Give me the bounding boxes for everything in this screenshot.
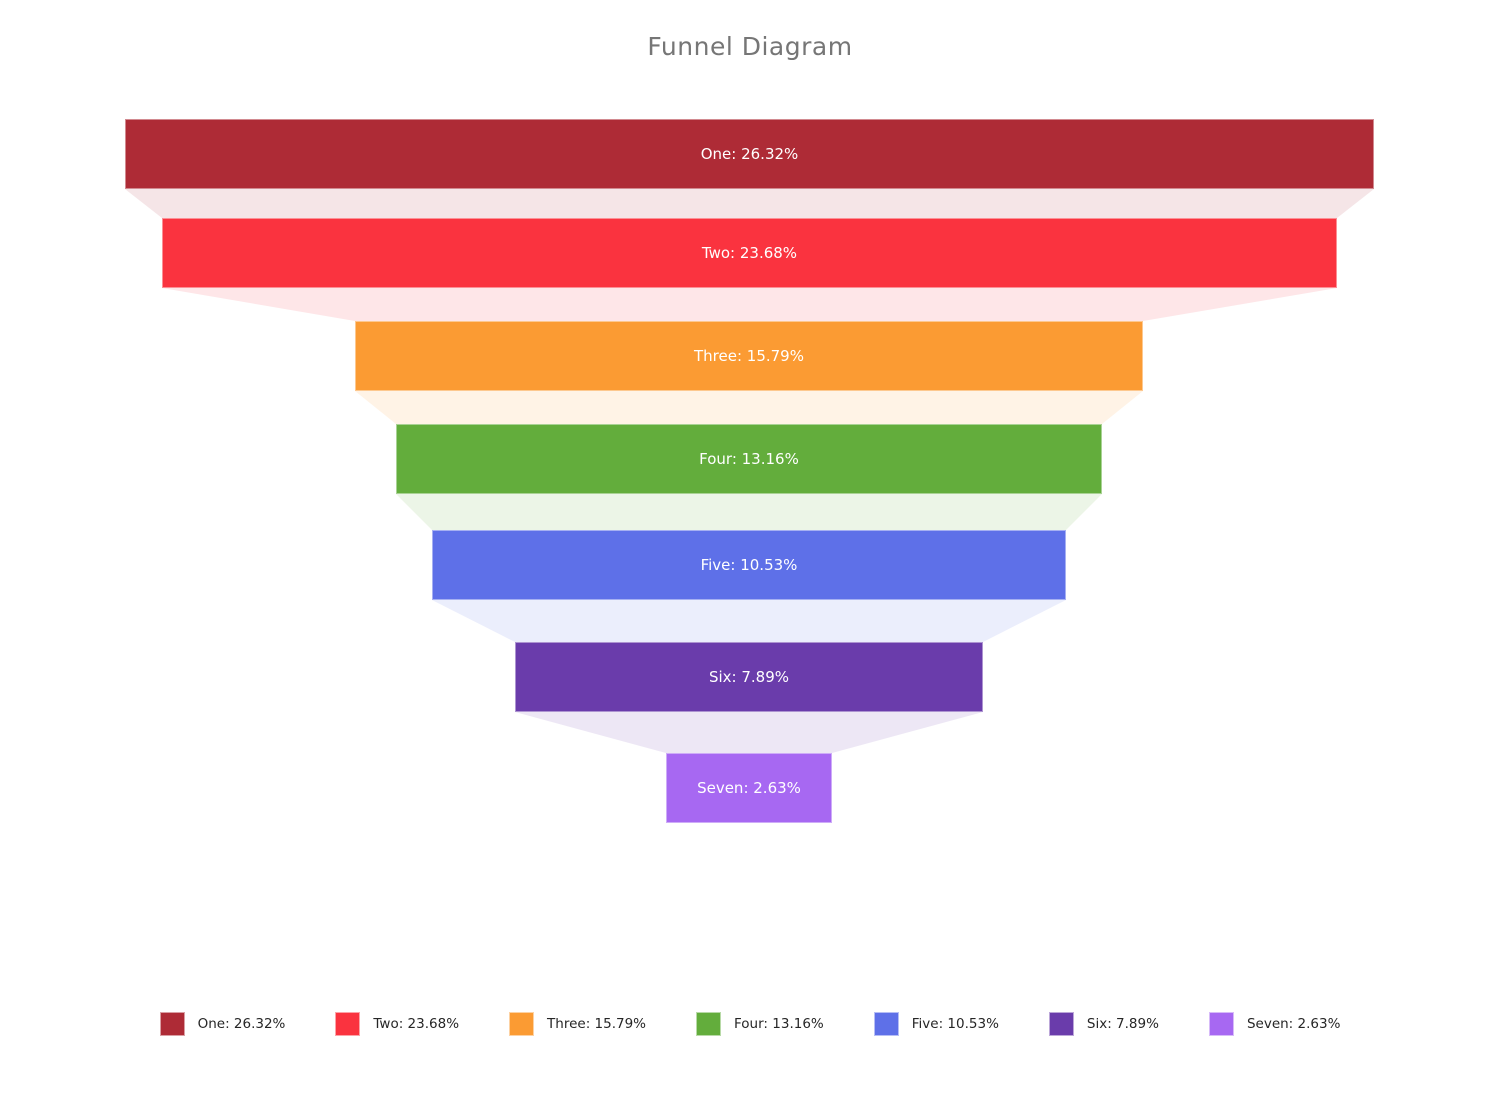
funnel-connector-two (162, 288, 1337, 321)
chart-title: Funnel Diagram (647, 32, 853, 61)
funnel-segment-label: One: 26.32% (700, 145, 799, 163)
funnel-segment-label: Five: 10.53% (700, 556, 798, 574)
legend-swatch-icon (1208, 1012, 1234, 1036)
legend-item-three[interactable]: Three: 15.79% (509, 1012, 646, 1036)
legend-item-seven[interactable]: Seven: 2.63% (1208, 1012, 1341, 1036)
legend-swatch-icon (696, 1012, 722, 1036)
funnel-segment-seven[interactable]: Seven: 2.63% (666, 753, 832, 823)
funnel-segment-label: Six: 7.89% (708, 668, 790, 686)
legend-swatch-icon (335, 1012, 361, 1036)
funnel-segment-label: Three: 15.79% (694, 347, 804, 365)
legend-swatch-icon (1048, 1012, 1074, 1036)
legend-label: Seven: 2.63% (1246, 1016, 1341, 1032)
funnel-segment-six[interactable]: Six: 7.89% (515, 642, 983, 712)
legend-label: Two: 23.68% (373, 1016, 460, 1032)
legend-label: Three: 15.79% (547, 1016, 647, 1032)
legend-item-five[interactable]: Five: 10.53% (873, 1012, 999, 1036)
funnel-segment-label: Seven: 2.63% (697, 779, 801, 797)
legend-item-two[interactable]: Two: 23.68% (335, 1012, 459, 1036)
funnel-segment-two[interactable]: Two: 23.68% (162, 218, 1337, 288)
legend-item-one[interactable]: One: 26.32% (159, 1012, 286, 1036)
funnel-connector-four (396, 494, 1102, 530)
funnel-segment-five[interactable]: Five: 10.53% (432, 530, 1066, 600)
funnel-segment-label: Two: 23.68% (701, 244, 798, 262)
legend-label: Five: 10.53% (911, 1016, 999, 1032)
funnel-segment-four[interactable]: Four: 13.16% (396, 424, 1102, 494)
legend-item-six[interactable]: Six: 7.89% (1048, 1012, 1159, 1036)
legend-label: One: 26.32% (197, 1016, 286, 1032)
legend: One: 26.32% Two: 23.68% Three: 15.79% Four:… (0, 1012, 1500, 1036)
funnel-connector-three (355, 391, 1143, 424)
legend-item-four[interactable]: Four: 13.16% (696, 1012, 824, 1036)
funnel-segment-label: Four: 13.16% (699, 450, 799, 468)
funnel-connector-one (125, 189, 1374, 218)
funnel-segment-three[interactable]: Three: 15.79% (355, 321, 1143, 391)
funnel-connector-six (515, 712, 983, 753)
legend-label: Four: 13.16% (734, 1016, 824, 1032)
legend-swatch-icon (159, 1012, 185, 1036)
legend-label: Six: 7.89% (1086, 1016, 1159, 1032)
legend-swatch-icon (509, 1012, 535, 1036)
funnel-segment-one[interactable]: One: 26.32% (125, 119, 1374, 189)
legend-swatch-icon (873, 1012, 899, 1036)
funnel-connector-five (432, 600, 1066, 642)
